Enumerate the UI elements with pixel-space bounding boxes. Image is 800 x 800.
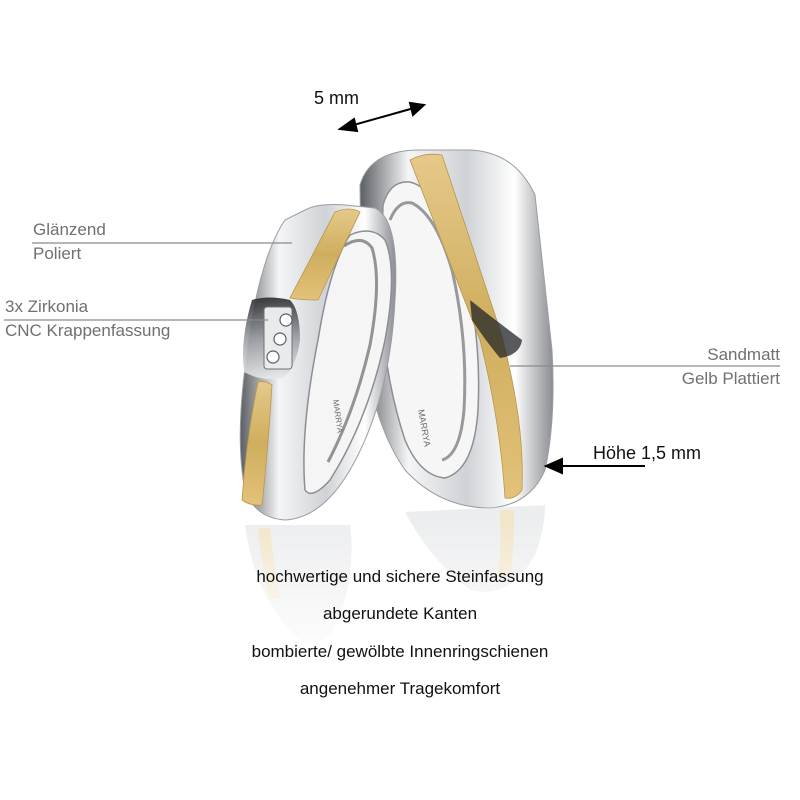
callout-finish-left-line1: Glänzend [33, 220, 106, 239]
callout-stones-line2: CNC Krappenfassung [5, 321, 171, 340]
callout-stones: 3x Zirkonia CNC Krappenfassung [5, 295, 170, 343]
feature-item: bombierte/ gewölbte Innenringschienen [251, 642, 549, 661]
callout-finish-right-line1: Sandmatt [707, 345, 780, 364]
height-label: Höhe 1,5 mm [593, 443, 702, 463]
large-ring: MARRYA [359, 149, 554, 509]
zirconia-stones [263, 306, 293, 370]
feature-item: angenehmer Tragekomfort [299, 679, 501, 698]
callout-finish-left-line2: Poliert [33, 244, 82, 263]
callout-stones-line1: 3x Zirkonia [5, 297, 89, 316]
callout-finish-left: Glänzend Poliert [33, 218, 106, 266]
feature-item: abgerundete Kanten [322, 604, 478, 623]
ring-reflection [230, 505, 570, 660]
feature-item: hochwertige und sichere Steinfassung [256, 567, 544, 586]
small-ring: MARRYA [239, 204, 397, 521]
height-arrow [543, 457, 645, 475]
width-arrow [337, 101, 427, 133]
callout-finish-right-line2: Gelb Plattiert [681, 369, 780, 388]
width-label: 5 mm [314, 88, 359, 108]
callout-finish-right: Sandmatt Gelb Plattiert [682, 343, 780, 391]
